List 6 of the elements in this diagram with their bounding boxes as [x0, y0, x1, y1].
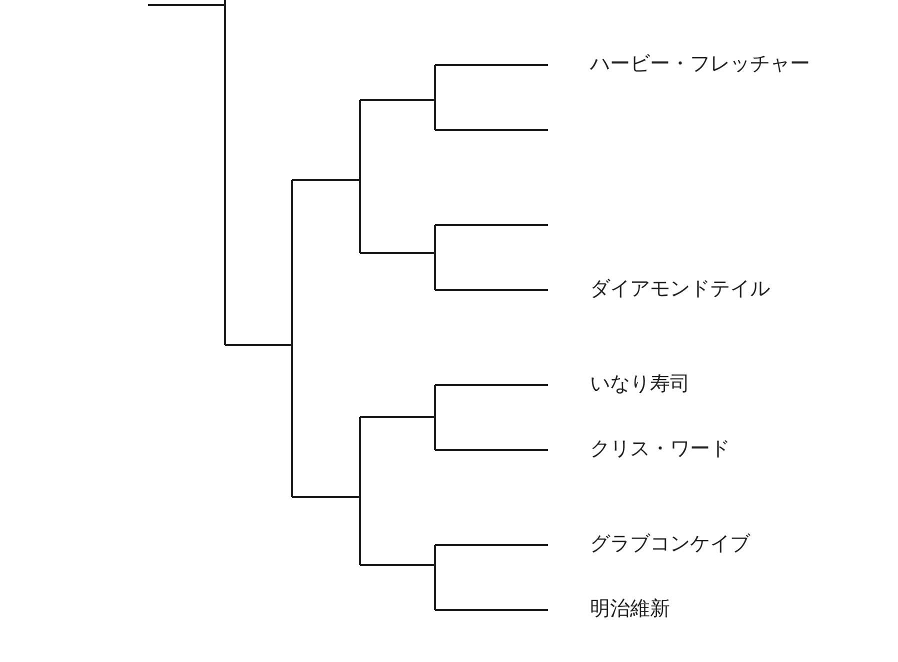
entry-name: グラブコンケイブ [590, 531, 750, 555]
entry-name: ハービー・フレッチャー [590, 51, 810, 75]
entry-name: クリス・ワード [590, 436, 730, 460]
entry-name: いなり寿司 [590, 371, 690, 395]
entry-name: 明治維新 [590, 596, 670, 620]
entry-name: ダイアモンドテイル [590, 276, 770, 300]
